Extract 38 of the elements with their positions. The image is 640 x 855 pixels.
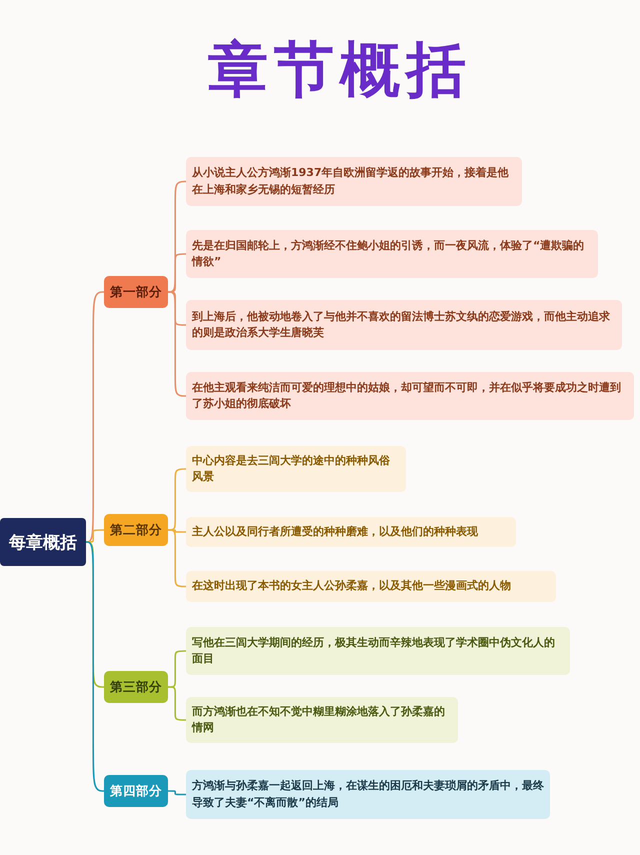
connector-line — [168, 686, 186, 721]
section-box — [104, 514, 168, 546]
section-box — [104, 276, 168, 308]
summary-box — [186, 627, 570, 675]
summary-text: 从小说主人公方鸿渐1937年自欧洲留学返的故事开始，接着是他在上海和家乡无锡的短暂经历 — [192, 165, 510, 198]
connector-line — [168, 529, 186, 533]
connector-line — [86, 529, 104, 543]
root-topic-text: 每章概括 — [9, 532, 77, 554]
summary-box — [186, 157, 522, 206]
connector-line — [168, 790, 186, 796]
connector-line — [168, 650, 186, 688]
summary-text: 中心内容是去三闾大学的途中的种种风俗风景 — [192, 452, 391, 485]
summary-text: 主人公以及同行者所遭受的种种磨难，以及他们的种种表现 — [192, 524, 478, 540]
section-title: 第二部分 — [110, 522, 162, 538]
connector-line — [168, 253, 186, 293]
summary-text: 写他在三闾大学期间的经历，极其生动而辛辣地表现了学术圈中伪文化人的面目 — [192, 634, 556, 667]
section-box — [104, 775, 168, 807]
summary-text: 先是在归国邮轮上，方鸿渐经不住鲍小姐的引诱，而一夜风流，体验了“遭欺骗的情欲” — [192, 238, 586, 270]
summary-box — [186, 230, 598, 278]
summary-box — [186, 770, 550, 819]
section-title: 第一部分 — [110, 284, 162, 300]
root-topic-box — [0, 518, 86, 566]
summary-box — [186, 697, 458, 743]
summary-text: 而方鸿渐也在不知不觉中糊里糊涂地落入了孙柔嘉的情网 — [192, 704, 446, 736]
summary-box — [186, 372, 634, 420]
section-box — [104, 671, 168, 703]
summary-box — [186, 300, 622, 350]
summary-text: 在这时出现了本书的女主人公孙柔嘉，以及其他一些漫画式的人物 — [192, 578, 511, 594]
summary-text: 在他主观看来纯洁而可爱的理想中的姑娘，却可望而不可即，并在似乎将要成功之时遭到了苏小姐的彻底破坏 — [192, 380, 622, 412]
summary-text: 到上海后，他被动地卷入了与他并不喜欢的留法博士苏文纨的恋爱游戏，而他主动追求的则是政治系大学生唐晓芙 — [192, 308, 611, 341]
page-title: 章节概括 — [207, 34, 473, 107]
summary-text: 方鸿渐与孙柔嘉一起返回上海，在谋生的困厄和夫妻琐屑的矛盾中，最终导致了夫妻“不离而散”的结局 — [192, 778, 544, 810]
summary-box — [186, 446, 406, 492]
section-title: 第四部分 — [110, 782, 162, 800]
summary-box — [186, 517, 516, 547]
section-title: 第三部分 — [110, 678, 162, 696]
summary-box — [186, 571, 556, 602]
connector-line — [168, 291, 186, 326]
